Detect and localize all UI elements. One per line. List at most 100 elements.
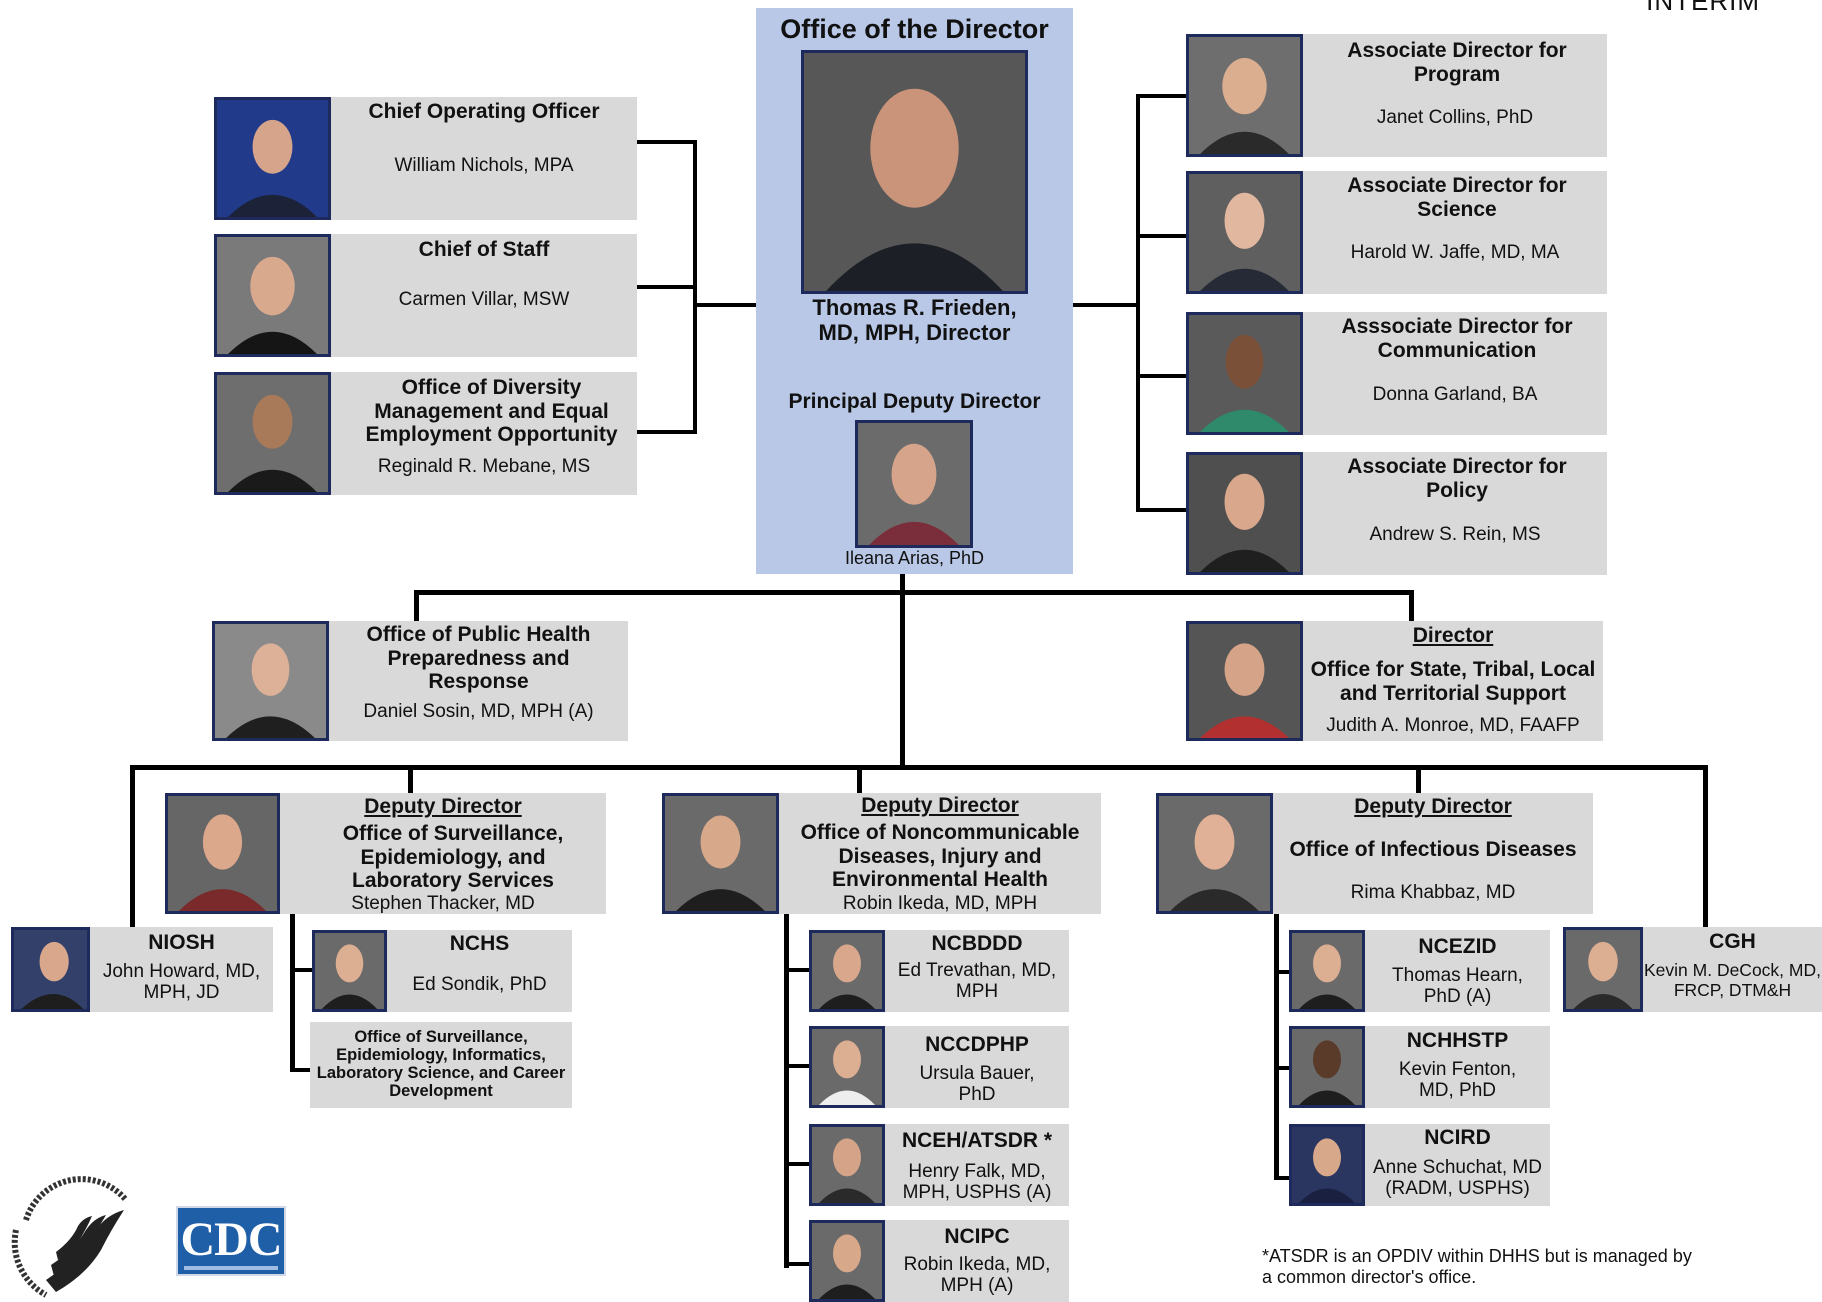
center-box [1365, 1026, 1550, 1108]
staff-box [331, 234, 637, 357]
deputy-label: Deputy Director [364, 795, 522, 818]
connector [1274, 1176, 1289, 1180]
ostlts-box [1303, 621, 1603, 741]
ophpr-title: Office of Public Health Preparedness and… [366, 623, 591, 694]
cgh-box [1643, 927, 1822, 1012]
director-photo [801, 50, 1028, 294]
staff-box [331, 97, 637, 220]
connector [414, 590, 1413, 595]
staff-photo [1186, 312, 1303, 435]
connector [408, 765, 413, 793]
deputy-box [779, 793, 1101, 914]
connector [130, 765, 1708, 770]
staff-name: Janet Collins, PhD [1376, 107, 1534, 128]
deputy-title: Office of Infectious Diseases [1289, 838, 1577, 861]
deputy-title: Office of Surveillance, Epidemiology, an… [342, 822, 564, 893]
cgh-title: CGH [1709, 930, 1756, 953]
connector [784, 1064, 809, 1068]
staff-title: Associate Director for Program [1347, 39, 1567, 86]
staff-title: Office of Diversity Management and Equal… [365, 376, 618, 447]
center-name: Robin Ikeda, MD, MPH (A) [903, 1254, 1051, 1297]
center-title: NCEZID [1418, 935, 1497, 958]
deputy-label: Deputy Director [861, 794, 1019, 817]
deputy-name: Stephen Thacker, MD [351, 893, 535, 914]
cgh-photo [1563, 927, 1643, 1012]
staff-photo [1186, 452, 1303, 575]
staff-name: William Nichols, MPA [394, 155, 574, 176]
connector [290, 1068, 312, 1072]
center-title: NCEH/ATSDR * [901, 1129, 1053, 1152]
cdc-logo-bar [184, 1266, 278, 1270]
center-box [885, 930, 1069, 1012]
staff-photo [214, 234, 331, 357]
ophpr-name: Daniel Sosin, MD, MPH (A) [363, 701, 594, 722]
connector [857, 765, 862, 793]
office-director-header: Office of the Director [780, 14, 1049, 44]
oseilscd-title: Office of Surveillance, Epidemiology, In… [316, 1028, 566, 1101]
connector [900, 574, 905, 768]
staff-box [1303, 34, 1607, 157]
connector [414, 590, 419, 622]
oseilscd-box [310, 1022, 572, 1108]
connector [1136, 94, 1186, 98]
staff-photo [214, 97, 331, 220]
deputy-photo [165, 793, 280, 914]
center-name: Ursula Bauer, PhD [919, 1063, 1035, 1106]
nchs-name: Ed Sondik, PhD [412, 974, 547, 995]
center-box [1365, 1124, 1550, 1206]
staff-photo [214, 372, 331, 495]
deputy-box [1273, 793, 1593, 914]
staff-name: Carmen Villar, MSW [398, 289, 570, 310]
center-name: Anne Schuchat, MD (RADM, USPHS) [1373, 1157, 1542, 1200]
staff-name: Reginald R. Mebane, MS [377, 456, 591, 477]
connector [693, 140, 697, 434]
office-of-director-box: Office of the Director Thomas R. Frieden… [756, 8, 1073, 574]
deputy-title: Office of Noncommunicable Diseases, Inju… [800, 821, 1080, 892]
connector [1274, 914, 1279, 1180]
center-box [885, 1124, 1069, 1206]
center-box [1365, 930, 1550, 1012]
connector [784, 914, 789, 1268]
niosh-name: John Howard, MD, MPH, JD [102, 961, 261, 1004]
connector [1136, 234, 1186, 238]
principal-deputy-name: Ileana Arias, PhD [844, 548, 985, 568]
center-photo [809, 1220, 885, 1302]
connector [693, 303, 756, 307]
center-name: Kevin Fenton, MD, PhD [1398, 1059, 1517, 1102]
staff-name: Donna Garland, BA [1372, 384, 1538, 405]
footnote: *ATSDR is an OPDIV within DHHS but is ma… [1262, 1246, 1692, 1287]
connector [1274, 970, 1289, 974]
ophpr-photo [212, 621, 329, 741]
staff-box [1303, 171, 1607, 294]
cdc-logo-text: CDC [180, 1213, 283, 1266]
center-title: NCIRD [1424, 1126, 1491, 1149]
ostlts-photo [1186, 621, 1303, 741]
niosh-box [90, 927, 273, 1012]
connector [784, 968, 809, 972]
staff-title: Chief of Staff [418, 238, 550, 261]
center-box [885, 1220, 1069, 1302]
connector [1703, 765, 1708, 927]
staff-photo [1186, 171, 1303, 294]
connector [1136, 374, 1186, 378]
hhs-logo [6, 1160, 141, 1302]
staff-title: Asssociate Director for Communication [1341, 315, 1573, 362]
deputy-photo [1156, 793, 1273, 914]
connector [1073, 303, 1140, 307]
staff-title: Associate Director for Policy [1347, 455, 1567, 502]
deputy-box [280, 793, 606, 914]
connector [1136, 508, 1186, 512]
ophpr-box [329, 621, 628, 741]
connector [1274, 1066, 1289, 1070]
center-photo [1289, 930, 1365, 1012]
center-photo [1289, 1026, 1365, 1108]
center-box [885, 1026, 1069, 1108]
connector [784, 1262, 809, 1266]
staff-box [1303, 312, 1607, 435]
center-name: Henry Falk, MD, MPH, USPHS (A) [902, 1161, 1052, 1204]
center-photo [809, 930, 885, 1012]
cdc-logo: CDC [176, 1206, 286, 1276]
deputy-name: Robin Ikeda, MD, MPH [842, 893, 1038, 914]
connector [1416, 765, 1421, 793]
center-photo [1289, 1124, 1365, 1206]
